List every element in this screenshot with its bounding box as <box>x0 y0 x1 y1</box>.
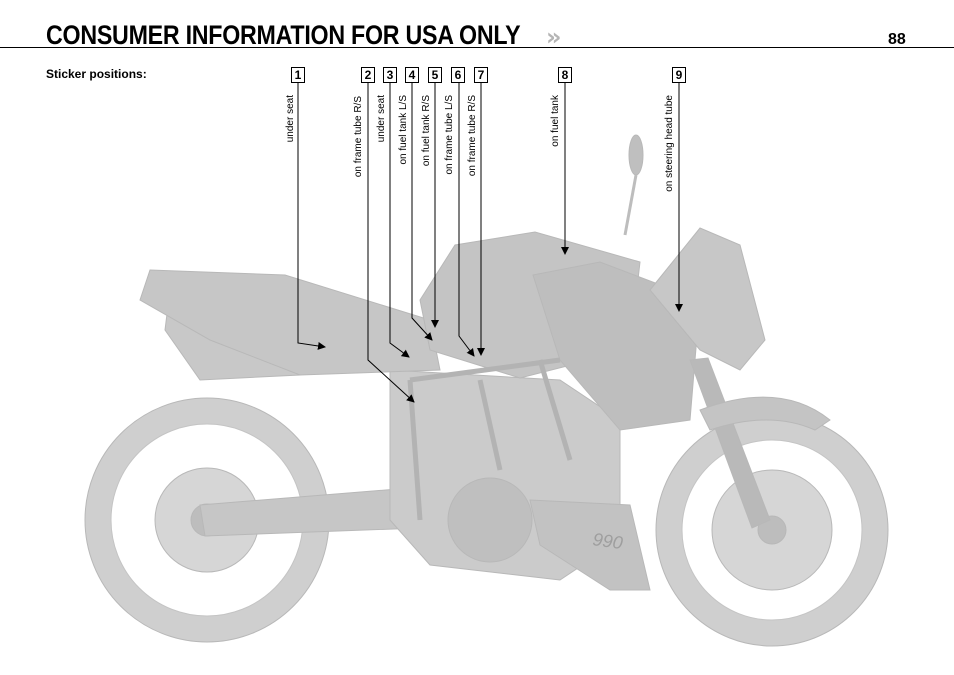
sticker-label-2: on frame tube R/S <box>353 96 364 178</box>
chevron-icon: » <box>546 23 562 51</box>
sticker-label-6: on frame tube L/S <box>444 95 455 175</box>
leader-line-6 <box>458 82 475 357</box>
sticker-number-8: 8 <box>558 67 572 83</box>
sticker-number-9: 9 <box>672 67 686 83</box>
header-rule <box>0 47 954 48</box>
leader-line-1 <box>297 82 326 350</box>
sticker-label-1: under seat <box>285 95 296 143</box>
leader-line-4 <box>411 82 433 341</box>
sticker-number-4: 4 <box>405 67 419 83</box>
sticker-number-2: 2 <box>361 67 375 83</box>
page-title: CONSUMER INFORMATION FOR USA ONLY <box>46 20 521 50</box>
sticker-label-4: on fuel tank L/S <box>398 95 409 165</box>
decal-990-text: 990 <box>591 529 624 553</box>
sticker-label-8: on fuel tank <box>550 95 561 147</box>
sticker-number-6: 6 <box>451 67 465 83</box>
section-subtitle: Sticker positions: <box>46 67 147 81</box>
sticker-label-9: on steering head tube <box>664 95 675 192</box>
sticker-number-5: 5 <box>428 67 442 83</box>
sticker-label-5: on fuel tank R/S <box>421 95 432 167</box>
leader-line-2 <box>367 82 415 403</box>
leader-line-3 <box>389 82 410 358</box>
sticker-label-7: on frame tube R/S <box>467 95 478 177</box>
sticker-label-3: under seat <box>376 95 387 143</box>
sticker-number-3: 3 <box>383 67 397 83</box>
sticker-number-1: 1 <box>291 67 305 83</box>
page-number: 88 <box>888 31 906 48</box>
sticker-number-7: 7 <box>474 67 488 83</box>
